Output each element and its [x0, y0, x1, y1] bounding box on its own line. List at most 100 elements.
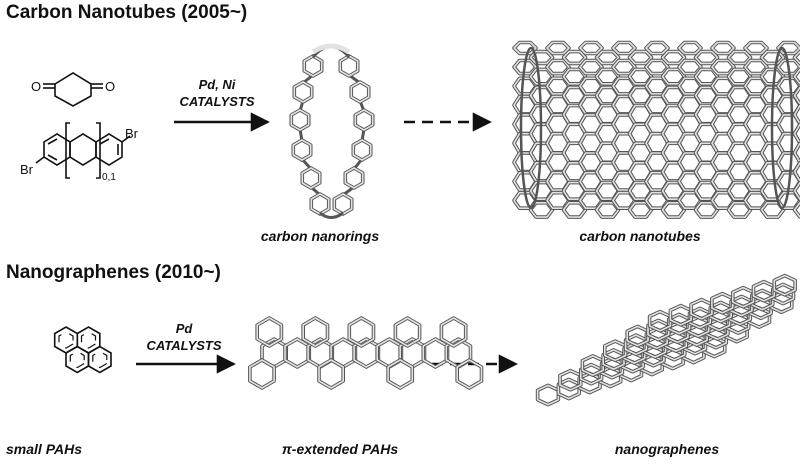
nanotube-hexagon-highlight [793, 142, 800, 164]
phenylene-ring-highlight [350, 81, 370, 103]
aromatic-bond [47, 154, 58, 161]
graphene-hexagon-highlight [773, 274, 796, 296]
nanotube-hexagon-highlight [727, 50, 752, 65]
nanotube-hexagon-highlight [777, 41, 800, 55]
nanoring-top-band [311, 43, 351, 55]
graphene-hexagon-highlight [536, 384, 560, 406]
nanotube-hexagon-highlight [645, 41, 669, 55]
phenylene-ring-highlight [310, 193, 330, 215]
nanotube-hexagon-highlight [793, 123, 800, 144]
nanotube-hexagon-highlight [579, 41, 603, 55]
nanotube-hexagon-highlight [793, 68, 800, 85]
nanotube-hexagon-highlight [579, 59, 603, 75]
nanotube-hexagon-highlight [529, 50, 554, 65]
phenylene-ring-highlight [333, 193, 353, 215]
nanotube-hexagon-highlight [711, 59, 735, 75]
caption-pi-extended-pahs: π-extended PAHs [281, 441, 399, 457]
nanotube-hexagon-highlight [661, 50, 686, 65]
arrow-label-line1: Pd, Ni [198, 77, 236, 92]
pah-ring-highlight [348, 317, 375, 347]
nanotube-hexagon-highlight [793, 50, 800, 65]
nanotube-hexagon-highlight [612, 59, 636, 75]
phenylene-ring-highlight [303, 55, 323, 77]
aromatic-double-bond [58, 331, 74, 349]
nanotube-left-rim [519, 46, 543, 210]
phenylene-ring-highlight [344, 167, 364, 189]
cyclohexanedione-structure [43, 72, 103, 107]
nanotube-hexagon-highlight [513, 41, 537, 55]
phenylene-ring-highlight [293, 81, 313, 103]
pyrene-structure [53, 326, 112, 374]
nanographene-sheet-model [535, 273, 797, 407]
oxygen-label-left: O [31, 79, 41, 94]
dibromoarene-structure [35, 122, 131, 179]
arene-ring-3 [95, 133, 123, 166]
pah-ring-highlight [440, 317, 467, 347]
pah-ring-highlight [284, 338, 311, 368]
pah-ring-highlight [256, 317, 283, 347]
pyrene-ring [65, 345, 90, 374]
nanotube-hexagon-highlight [694, 50, 719, 65]
nanotube-hexagon-highlight [513, 59, 537, 75]
nanotube-hexagon-highlight [777, 59, 800, 75]
aromatic-bond [47, 138, 58, 145]
nanotube-hexagon-highlight [711, 41, 735, 55]
arrow-label-pd-ni-catalysts: Pd, Ni CATALYSTS [172, 76, 262, 110]
nanotube-hexagon-highlight [612, 41, 636, 55]
aromatic-double-bond [92, 350, 108, 369]
nanotube-hexagon-highlight [645, 59, 669, 75]
repeat-subscript: 0,1 [102, 172, 116, 183]
carbon-nanoring-model [289, 43, 375, 219]
phenylene-ring-highlight [301, 167, 321, 189]
phenylene-ring-highlight [290, 109, 310, 131]
arene-ring-2 [69, 133, 97, 166]
nanotube-hexagon-highlight [546, 59, 570, 75]
cyclohexane-ring [54, 72, 92, 107]
caption-nanographenes: nanographenes [614, 441, 720, 457]
pah-ring-highlight [456, 359, 483, 389]
nanotube-hexagon-highlight [793, 162, 800, 182]
pah-ring-highlight [394, 317, 421, 347]
phenylene-ring-highlight [354, 109, 374, 131]
pah-ring-highlight [249, 359, 275, 389]
nanotube-hexagon-highlight [562, 50, 587, 65]
br-bond-left [35, 156, 45, 164]
pi-extended-pah-model [248, 316, 484, 390]
nanotube-hexagon-highlight [744, 41, 768, 55]
nanotube-hexagon-highlight [793, 86, 800, 105]
caption-carbon-nanorings: carbon nanorings [260, 228, 380, 244]
caption-carbon-nanotubes: carbon nanotubes [579, 228, 701, 244]
arrow-label-line1: Pd [175, 321, 193, 336]
br-bond-right [121, 135, 131, 143]
arrow-label-pd-catalysts: Pd CATALYSTS [134, 320, 234, 354]
phenylene-ring-highlight [292, 139, 312, 161]
nanotube-hexagon-highlight [595, 50, 620, 65]
oxygen-label-right: O [105, 79, 115, 94]
nanotube-hexagon-highlight [793, 202, 800, 218]
nanotube-hexagon-highlight [744, 59, 768, 75]
pyrene-ring [87, 345, 112, 374]
repeat-bracket-right [96, 122, 101, 179]
arrow-label-line2: CATALYSTS [146, 338, 222, 353]
nanoring-bottom-link [319, 211, 344, 219]
phenylene-ring-highlight [352, 139, 372, 161]
aromatic-bond [99, 138, 110, 145]
pah-ring-highlight [318, 359, 345, 389]
nanotube-hexagon-highlight [678, 41, 702, 55]
nanotube-hexagon-highlight [546, 41, 570, 55]
caption-small-pahs: small PAHs [6, 441, 82, 457]
nanotube-hexagon-highlight [628, 50, 653, 65]
pah-ring-highlight [387, 359, 414, 389]
bromine-label-bottom: Br [20, 162, 34, 177]
section-title-nanographenes: Nanographenes (2010~) [6, 262, 221, 283]
repeat-bracket-left [65, 122, 70, 179]
nanotube-right-rim [770, 46, 794, 210]
pah-ring-highlight [302, 317, 329, 347]
nanotube-hexagon-highlight [793, 181, 800, 200]
arrow-label-line2: CATALYSTS [179, 94, 255, 109]
phenylene-ring-highlight [339, 55, 359, 77]
section-title-carbon-nanotubes: Carbon Nanotubes (2005~) [6, 2, 248, 23]
bromine-label-top: Br [125, 126, 139, 141]
nanotube-hexagon-highlight [793, 104, 800, 125]
